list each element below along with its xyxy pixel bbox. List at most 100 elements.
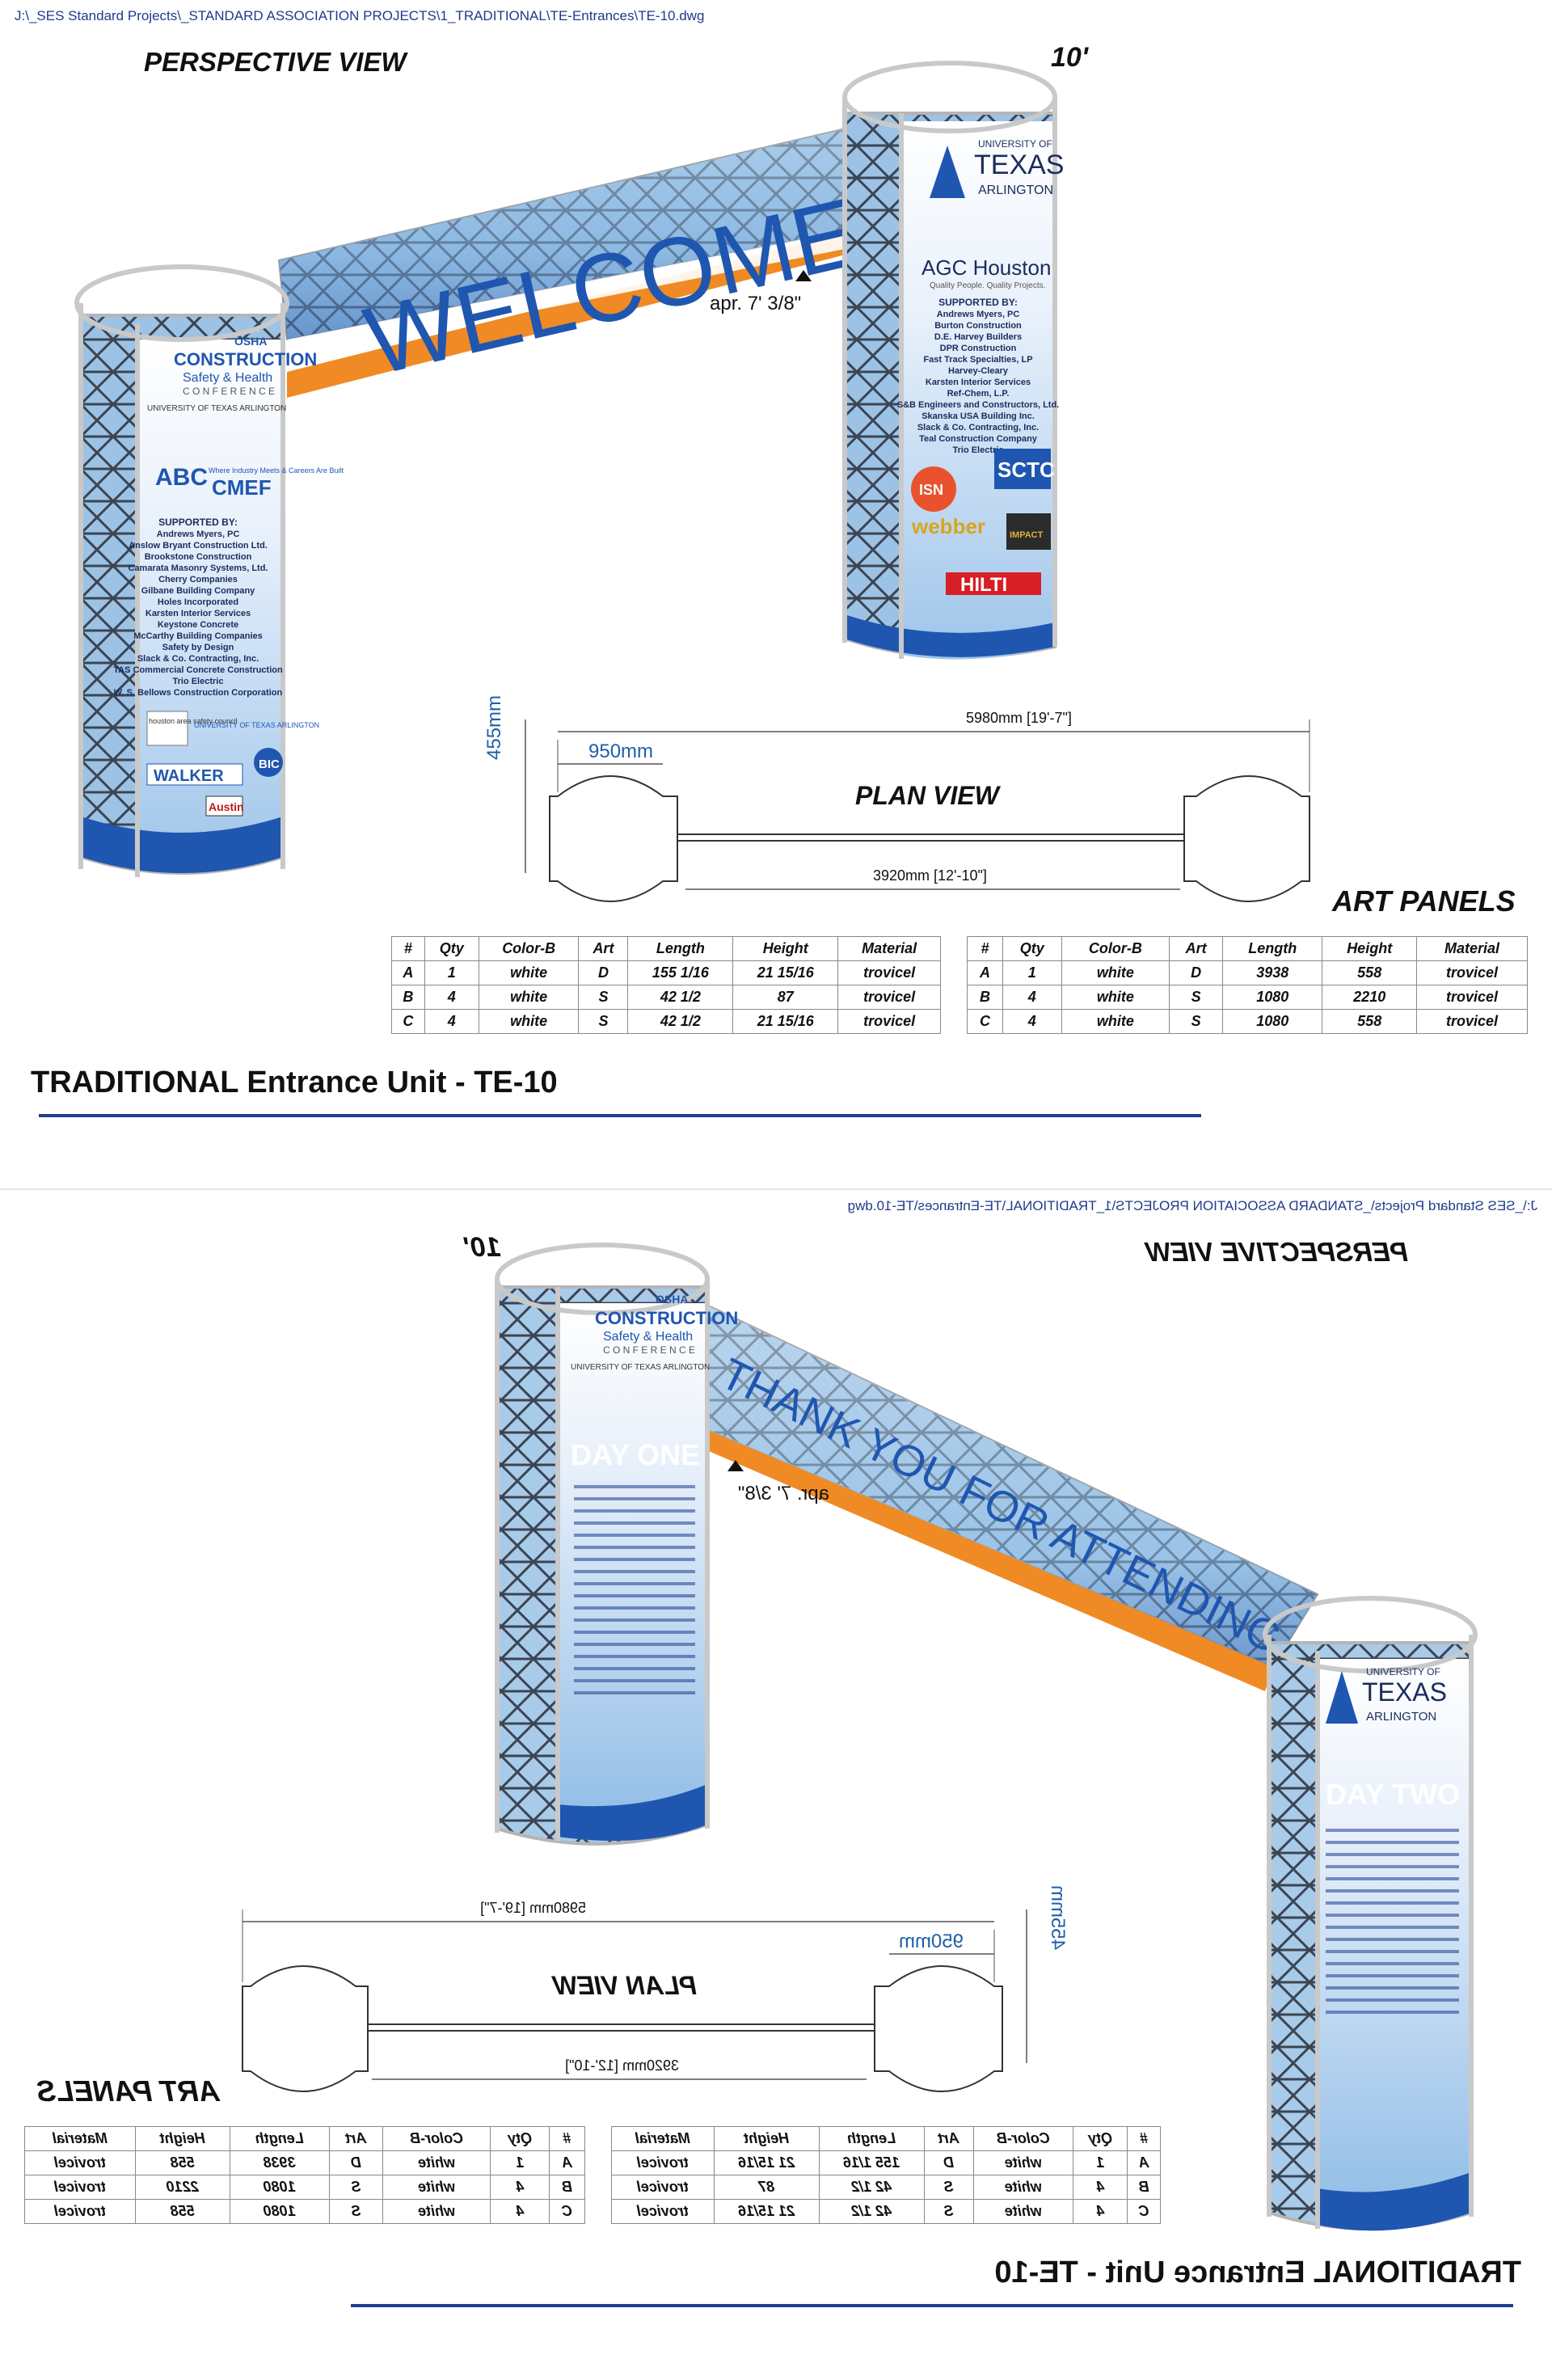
table-cell: 42 1/2 [819, 2175, 925, 2200]
right-supporter: Burton Construction [934, 321, 1022, 331]
dim-between: 3920mm [12'-10"] [873, 867, 987, 884]
col-header: Material [24, 2126, 136, 2151]
col-header: Color-B [382, 2126, 491, 2151]
col-header: Material [1416, 936, 1528, 961]
table-cell: B [1127, 2175, 1161, 2200]
table-cell: trovicel [837, 985, 941, 1010]
right-agc-tag: Quality People. Quality Projects. [930, 281, 1045, 290]
plan-view-drawing [525, 719, 1310, 902]
table-cell: S [924, 2175, 974, 2200]
art-panels-title: ART PANELS [36, 2074, 220, 2108]
right-logo-sctc: SCTC [997, 458, 1055, 482]
table-cell: D [924, 2150, 974, 2175]
table-cell: S [1169, 1009, 1224, 1034]
table-cell: D [1169, 960, 1224, 985]
drawing-sheet-welcome: J:\_SES Standard Projects\_STANDARD ASSO… [15, 8, 1528, 1117]
left-supporter: Trio Electric [173, 677, 224, 686]
table-cell: white [478, 960, 580, 985]
col-header: Material [611, 2126, 715, 2151]
table-cell: 42 1/2 [627, 1009, 734, 1034]
clearance-label: apr. 7' 3/8" [710, 293, 802, 314]
left-event-logo: CONSTRUCTION [174, 349, 317, 369]
clearance-marker [728, 1460, 744, 1471]
col-header: Art [1169, 936, 1224, 961]
height-label: 10' [1051, 42, 1088, 73]
col-header: Length [1222, 936, 1323, 961]
left-supporter: TAS Commercial Concrete Construction [113, 665, 283, 675]
col-header: Length [230, 2126, 330, 2151]
table-cell: trovicel [611, 2150, 715, 2175]
table-cell: 558 [135, 2199, 230, 2224]
right-logo-impact: IMPACT [1010, 530, 1044, 540]
left-supporter: Andrews Myers, PC [157, 530, 240, 539]
table-cell: 21 15/16 [732, 1009, 839, 1034]
day-one-osha: OSHA [656, 1293, 688, 1306]
right-supporter: Karsten Interior Services [926, 378, 1031, 387]
left-logo-walker: WALKER [154, 767, 224, 785]
table-cell: 4 [1002, 985, 1062, 1010]
title-rule [39, 1114, 1201, 1117]
left-logo-uta: UNIVERSITY OF TEXAS ARLINGTON [194, 721, 319, 729]
left-abc-logo: ABC [155, 464, 208, 491]
table-cell: white [1061, 960, 1170, 985]
table-cell: white [382, 2175, 491, 2200]
col-header: Art [578, 936, 629, 961]
sheet-divider [0, 1188, 1552, 1190]
left-logo-bic: BIC [259, 757, 280, 771]
file-path: J:\_SES Standard Projects\_STANDARD ASSO… [15, 8, 705, 23]
right-supporter: Slack & Co. Contracting, Inc. [917, 423, 1039, 433]
header-banner: WELCOME [277, 120, 878, 398]
day-two-schedule-lines [1326, 1829, 1459, 2014]
col-header: Color-B [973, 2126, 1073, 2151]
right-supporter: Teal Construction Company [919, 434, 1038, 444]
table-cell: white [478, 1009, 580, 1034]
day-two-univ-of: UNIVERSITY OF [1366, 1666, 1440, 1677]
title-rule [351, 2304, 1513, 2307]
table-cell: S [578, 1009, 629, 1034]
left-supporter: Slack & Co. Contracting, Inc. [137, 654, 259, 664]
day-one-event-univ: UNIVERSITY OF TEXAS ARLINGTON [571, 1363, 710, 1372]
table-cell: 1080 [230, 2175, 330, 2200]
right-supporter: Fast Track Specialties, LP [923, 355, 1032, 365]
right-logo-hilti: HILTI [960, 574, 1007, 596]
table-cell: 4 [1002, 1009, 1062, 1034]
right-logo-isn: ISN [919, 482, 943, 498]
table-cell: A [391, 960, 425, 985]
right-supporter: D.E. Harvey Builders [934, 332, 1022, 342]
right-supporter: Trio Electric [953, 445, 1004, 455]
table-cell: 155 1/16 [627, 960, 734, 985]
left-cmef-tag: Where Industry Meets & Careers Are Built [209, 466, 344, 475]
day-one-schedule-lines [574, 1485, 695, 1694]
table-cell: 4 [1073, 2175, 1128, 2200]
dim-depth: 455mm [1047, 1884, 1069, 1950]
table-cell: 1 [1073, 2150, 1128, 2175]
left-supporter: Anslow Bryant Construction Ltd. [129, 541, 268, 551]
table-cell: trovicel [24, 2175, 136, 2200]
table-cell: 87 [714, 2175, 820, 2200]
art-panels-title: ART PANELS [1332, 884, 1516, 918]
table-cell: trovicel [24, 2150, 136, 2175]
table-cell: S [924, 2199, 974, 2224]
table-cell: 4 [424, 1009, 479, 1034]
day-two-univ-texas: TEXAS [1362, 1677, 1447, 1707]
table-cell: white [382, 2150, 491, 2175]
day-two-univ-arlington: ARLINGTON [1366, 1710, 1436, 1724]
table-cell: trovicel [1416, 1009, 1528, 1034]
left-supporter: W. S. Bellows Construction Corporation [114, 688, 283, 698]
right-supporter: DPR Construction [940, 344, 1017, 353]
day-two-tower: UNIVERSITY OF TEXAS ARLINGTON DAY TWO [1263, 1596, 1478, 2231]
left-event-sub: Safety & Health [183, 371, 272, 385]
table-cell: 42 1/2 [819, 2199, 925, 2224]
right-supporter: Andrews Myers, PC [937, 310, 1020, 319]
table-cell: white [973, 2199, 1073, 2224]
dim-overall: 5980mm [19'-7"] [480, 1900, 586, 1916]
day-one-event-sub: Safety & Health [603, 1330, 693, 1344]
table-cell: white [973, 2175, 1073, 2200]
